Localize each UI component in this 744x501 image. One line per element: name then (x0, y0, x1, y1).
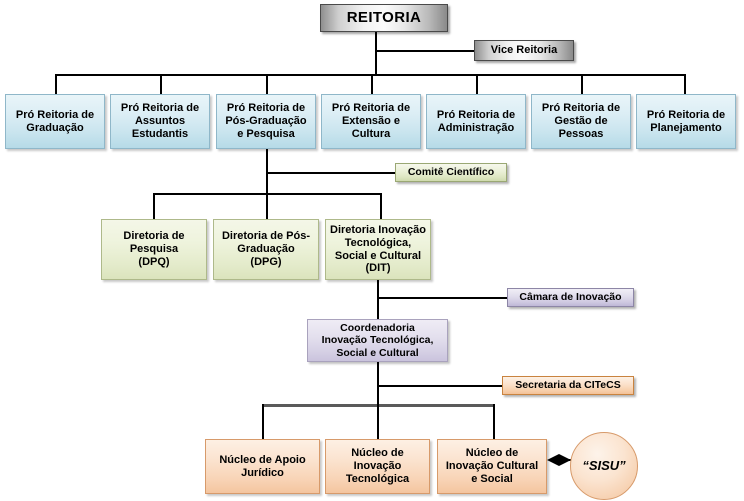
node-sisu[interactable]: “SISU” (570, 432, 638, 500)
node-vice-reitoria[interactable]: Vice Reitoria (474, 40, 574, 61)
node-reitoria[interactable]: REITORIA (320, 4, 448, 32)
connector-drop-pro-pos (266, 74, 268, 94)
node-diretoria-pesquisa-dpq[interactable]: Diretoria de Pesquisa (DPQ) (101, 219, 207, 280)
connector-drop-dpq (153, 193, 155, 219)
connector-drop-pro-assuntos (160, 74, 162, 94)
node-coordenadoria-inovacao[interactable]: Coordenadoria Inovação Tecnológica, Soci… (307, 319, 448, 362)
connector-drop-nucleo-cultural (493, 404, 495, 439)
node-camara-de-inovacao[interactable]: Câmara de Inovação (507, 288, 634, 307)
node-nucleo-inovacao-tecnologica[interactable]: Núcleo de Inovação Tecnológica (325, 439, 430, 494)
connector-reitoria-stem (375, 32, 377, 75)
node-pro-reitoria-gestao-pessoas[interactable]: Pró Reitoria de Gestão de Pessoas (531, 94, 631, 149)
connector-drop-pro-gestao (581, 74, 583, 94)
node-pro-reitoria-planejamento[interactable]: Pró Reitoria de Planejamento (636, 94, 736, 149)
connector-drop-dpg (266, 193, 268, 219)
node-secretaria-da-citecs[interactable]: Secretaria da CITeCS (502, 376, 634, 395)
connector-nucleo-cultural-to-sisu (547, 454, 571, 466)
node-diretoria-pos-graduacao-dpg[interactable]: Diretoria de Pós- Graduação (DPG) (213, 219, 319, 280)
node-pro-reitoria-administracao[interactable]: Pró Reitoria de Administração (426, 94, 526, 149)
connector-drop-nucleo-tecnologica (377, 404, 379, 439)
node-pro-reitoria-graduacao[interactable]: Pró Reitoria de Graduação (5, 94, 105, 149)
connector-coordenadoria-stem (377, 362, 379, 439)
connector-coordenadoria-to-secretaria (377, 385, 502, 387)
connector-dit-stem (377, 280, 379, 319)
node-pro-reitoria-assuntos-estudantis[interactable]: Pró Reitoria de Assuntos Estudantis (110, 94, 210, 149)
connector-drop-pro-extensao (371, 74, 373, 94)
connector-reitoria-to-vice (375, 50, 475, 52)
node-pro-reitoria-pos-graduacao-pesquisa[interactable]: Pró Reitoria de Pós-Graduação e Pesquisa (216, 94, 316, 149)
connector-drop-pro-planejamento (684, 74, 686, 94)
connector-drop-pro-admin (476, 74, 478, 94)
node-nucleo-inovacao-cultural-social[interactable]: Núcleo de Inovação Cultural e Social (437, 439, 547, 494)
node-nucleo-apoio-juridico[interactable]: Núcleo de Apoio Jurídico (205, 439, 320, 494)
connector-level1-bus (55, 74, 686, 76)
node-pro-reitoria-extensao-cultura[interactable]: Pró Reitoria de Extensão e Cultura (321, 94, 421, 149)
connector-dit-to-camara (377, 297, 507, 299)
node-diretoria-inovacao-dit[interactable]: Diretoria Inovação Tecnológica, Social e… (325, 219, 431, 280)
connector-drop-dit (380, 193, 382, 219)
node-comite-cientifico[interactable]: Comitê Científico (395, 163, 507, 182)
connector-pos-to-comite (266, 172, 395, 174)
connector-drop-pro-graduacao (55, 74, 57, 94)
connector-drop-nucleo-juridico (262, 404, 264, 439)
connector-pos-stem (266, 149, 268, 219)
